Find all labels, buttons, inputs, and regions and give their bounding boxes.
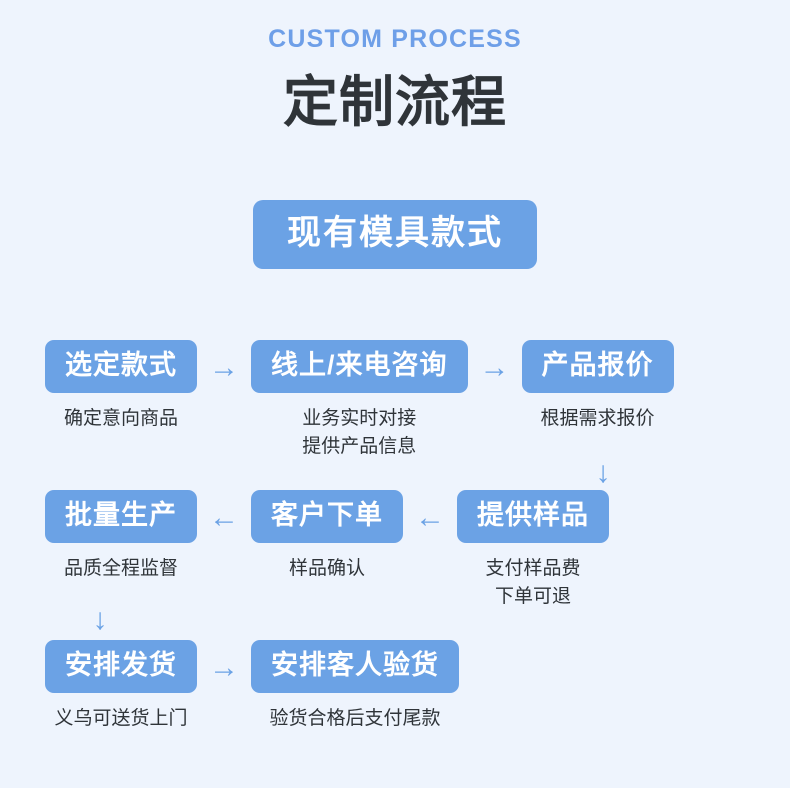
flow-node-arrange-shipment[interactable]: 安排发货 义乌可送货上门 xyxy=(45,640,197,733)
arrow-down-icon: ↓ xyxy=(595,456,611,489)
flow-node-label[interactable]: 线上/来电咨询 xyxy=(251,340,468,394)
flow-node-caption: 确定意向商品 xyxy=(63,408,178,430)
flow-row-2: 批量生产 品质全程监督 ← 客户下单 样品确认 ← 提供样品 支付样品费下单可退… xyxy=(0,490,790,640)
flow-node-caption: 样品确认 xyxy=(288,558,365,580)
flow-node-product-quote[interactable]: 产品报价 根据需求报价 xyxy=(521,340,674,433)
page-header: CUSTOM PROCESS 定制流程 xyxy=(0,0,790,137)
flow-row-3: 安排发货 义乌可送货上门 → 安排客人验货 验货合格后支付尾款 xyxy=(0,640,790,780)
flow-node-caption: 验货合格后支付尾款 xyxy=(269,708,441,730)
flow-node-label[interactable]: 产品报价 xyxy=(521,340,674,394)
eyebrow-text: CUSTOM PROCESS xyxy=(268,25,522,53)
arrow-left-icon: ← xyxy=(415,500,445,534)
flow-node-caption: 品质全程监督 xyxy=(63,558,178,580)
arrow-left-icon: ← xyxy=(209,500,239,534)
flow-node-label[interactable]: 提供样品 xyxy=(457,490,609,544)
flow-node-label[interactable]: 安排客人验货 xyxy=(251,640,459,694)
flow-node-arrange-customer-inspection[interactable]: 安排客人验货 验货合格后支付尾款 xyxy=(251,640,459,733)
flow-row-1: 选定款式 确定意向商品 → 线上/来电咨询 业务实时对接提供产品信息 → 产品报… xyxy=(0,340,790,490)
arrow-right-icon: → xyxy=(479,350,510,384)
flow-node-caption: 义乌可送货上门 xyxy=(54,708,188,730)
flow-node-caption: 根据需求报价 xyxy=(540,408,655,430)
flow-node-select-style[interactable]: 选定款式 确定意向商品 xyxy=(45,340,197,433)
flow-node-mass-production[interactable]: 批量生产 品质全程监督 xyxy=(45,490,197,583)
flow-node-caption: 业务实时对接提供产品信息 xyxy=(302,408,417,457)
arrow-right-icon: → xyxy=(209,350,239,384)
flow-node-label[interactable]: 客户下单 xyxy=(251,490,403,544)
process-flow-diagram: 选定款式 确定意向商品 → 线上/来电咨询 业务实时对接提供产品信息 → 产品报… xyxy=(0,340,790,780)
arrow-right-icon: → xyxy=(209,650,239,684)
flow-node-label[interactable]: 选定款式 xyxy=(45,340,197,394)
flow-node-online-phone-consult[interactable]: 线上/来电咨询 业务实时对接提供产品信息 xyxy=(251,340,468,460)
page-title: 定制流程 xyxy=(282,71,507,133)
flow-node-caption: 支付样品费下单可退 xyxy=(485,558,581,607)
flow-node-provide-sample[interactable]: 提供样品 支付样品费下单可退 xyxy=(457,490,609,610)
hero-section: 现有模具款式 xyxy=(0,199,790,269)
hero-pill-existing-mold-styles[interactable]: 现有模具款式 xyxy=(253,199,537,269)
arrow-down-icon: ↓ xyxy=(92,603,108,636)
flow-node-label[interactable]: 批量生产 xyxy=(45,490,197,544)
flow-node-label[interactable]: 安排发货 xyxy=(45,640,197,694)
flow-node-customer-order[interactable]: 客户下单 样品确认 xyxy=(251,490,403,583)
